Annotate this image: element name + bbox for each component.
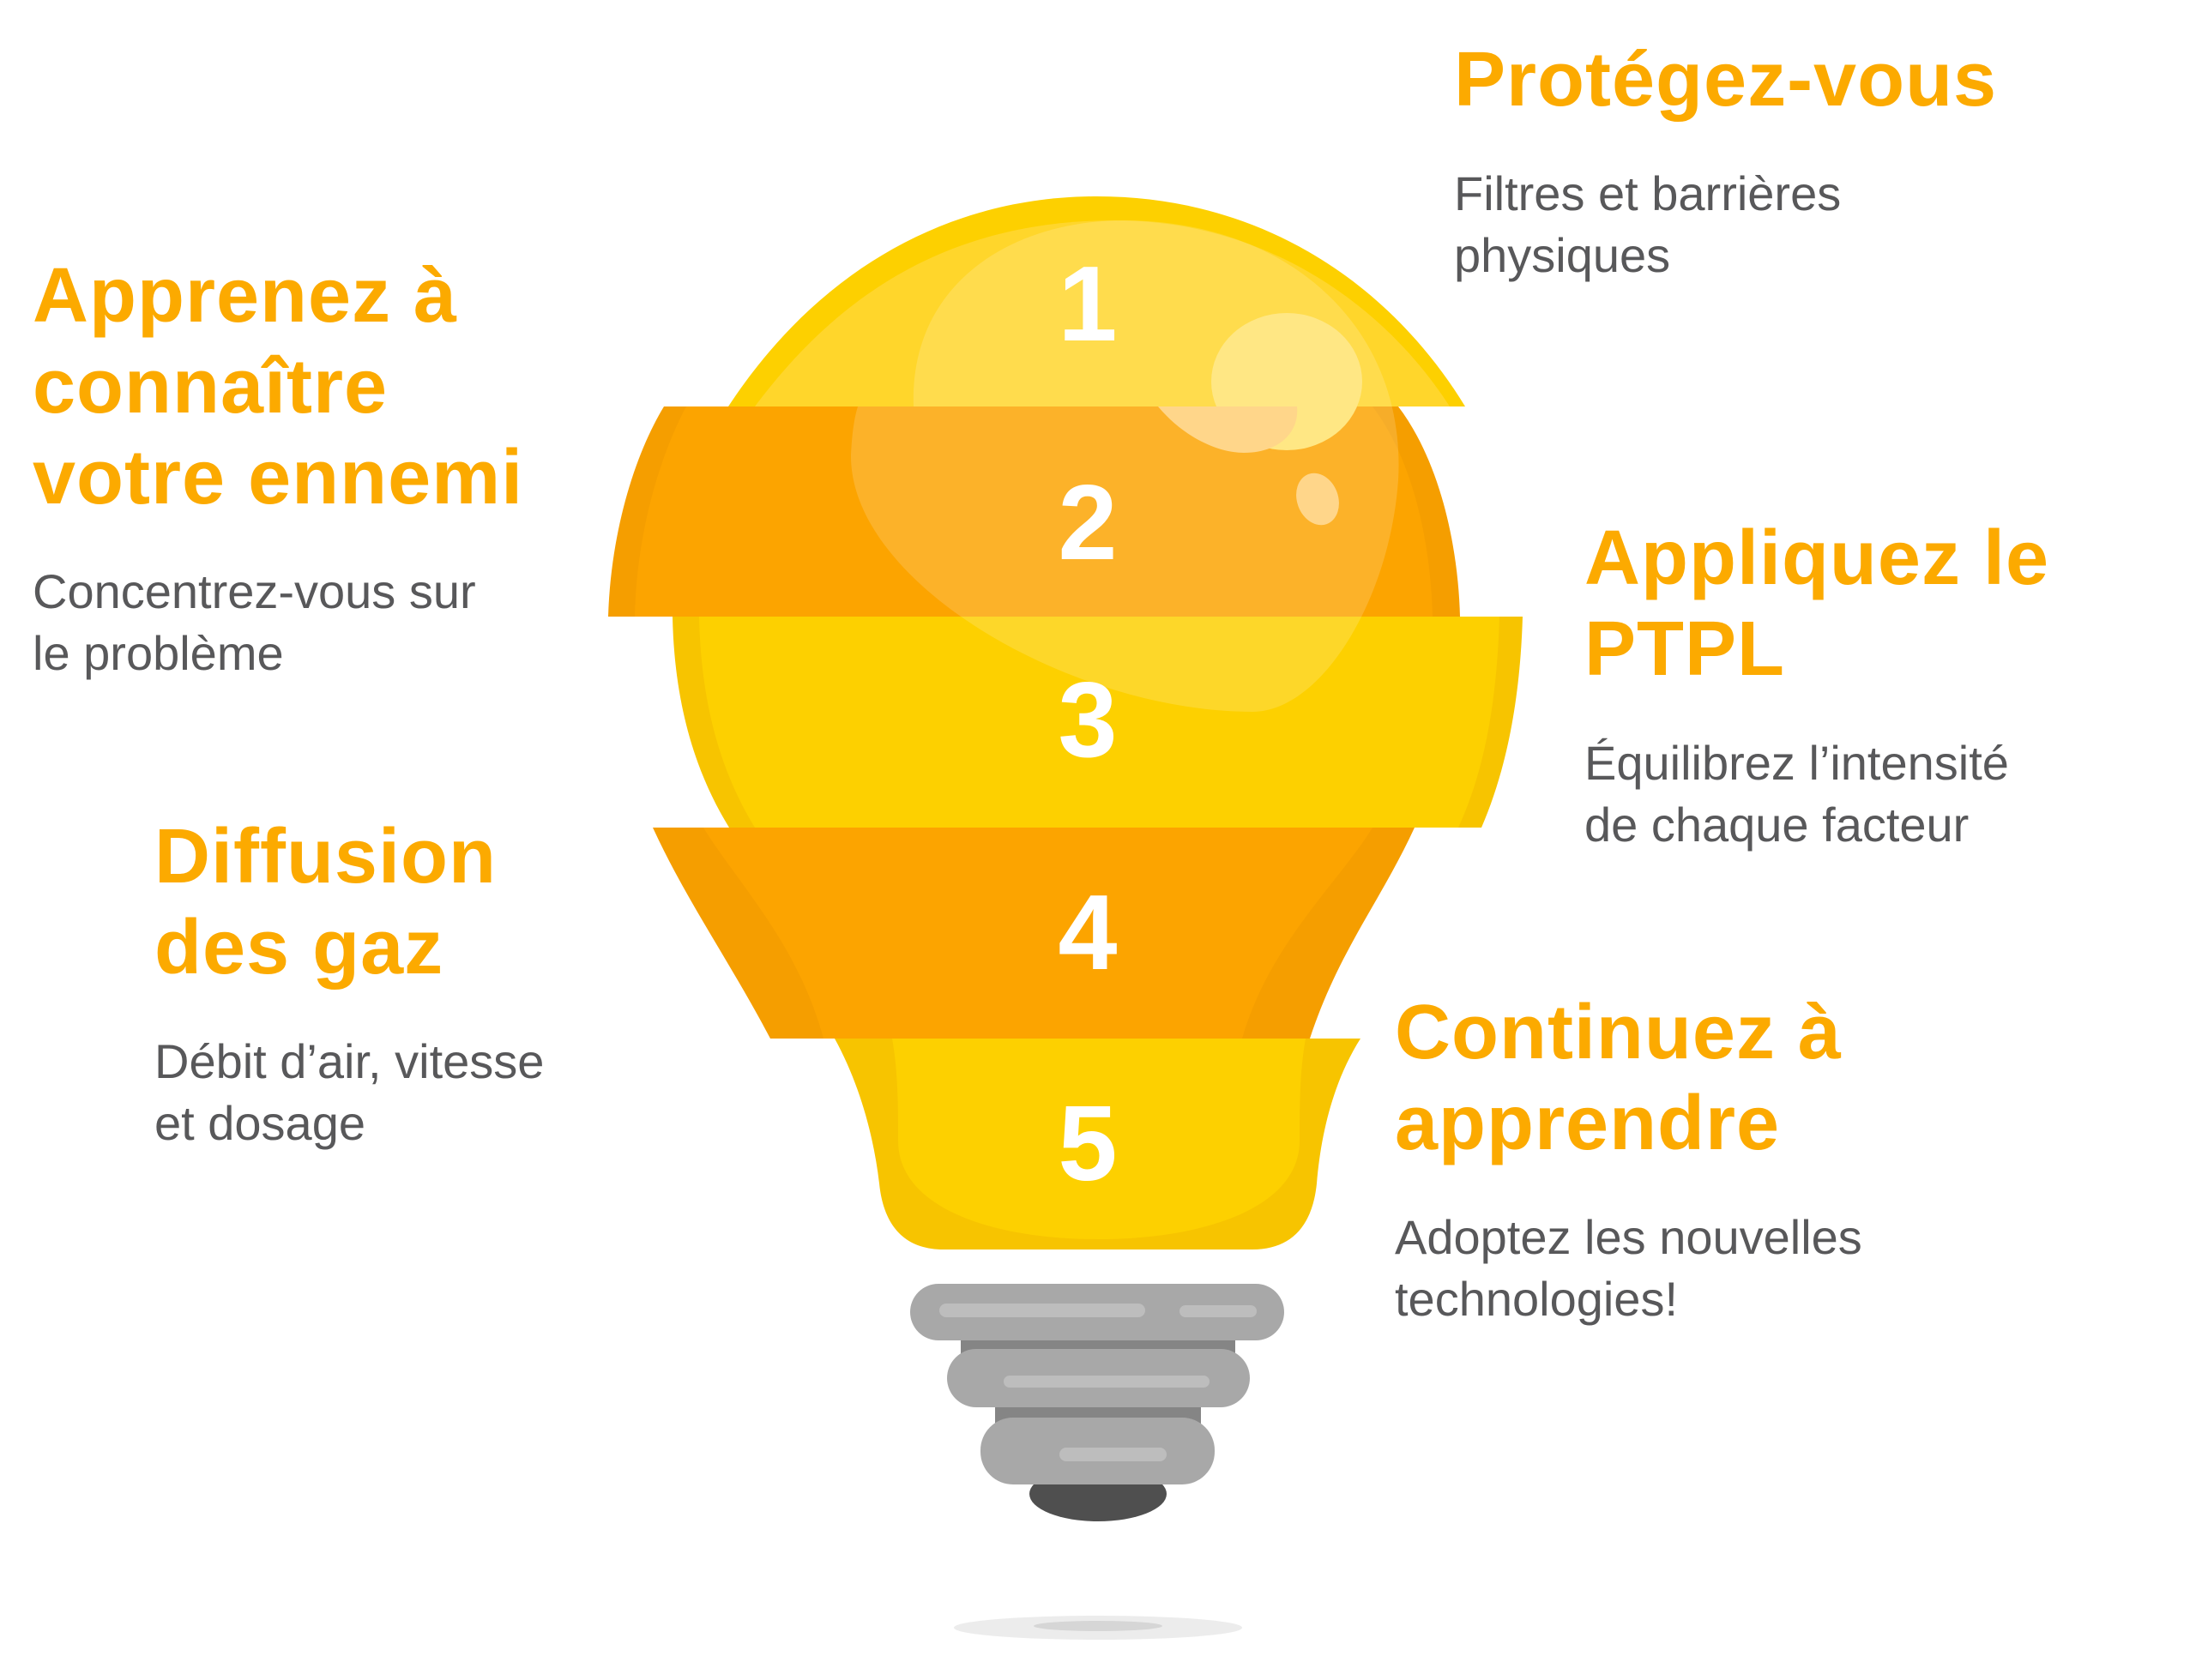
bulb-band-5 [835, 1039, 1360, 1249]
bulb-band-4 [653, 828, 1415, 1039]
bulb-gloss [850, 220, 1399, 712]
bulb-band-2 [608, 406, 1460, 617]
step-1-title: Protégez-vous [1454, 37, 1998, 123]
bulb-band-3 [673, 617, 1523, 828]
step-number-3: 3 [1059, 661, 1118, 780]
step-number-2: 2 [1059, 464, 1118, 582]
step-number-5: 5 [1059, 1085, 1118, 1203]
step-number-4: 4 [1059, 874, 1118, 992]
step-number-1: 1 [1059, 245, 1118, 364]
bulb-base [910, 1284, 1284, 1521]
